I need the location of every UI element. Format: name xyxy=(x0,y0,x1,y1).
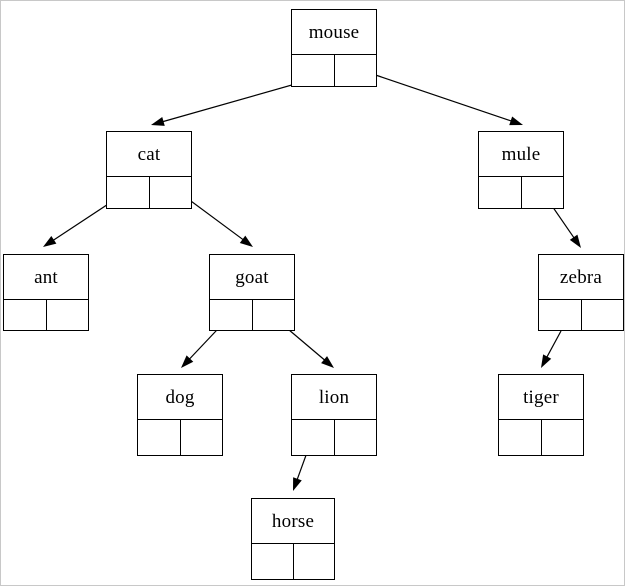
node-pointers-goat xyxy=(210,300,294,330)
node-left-pointer-ant[interactable] xyxy=(4,300,47,330)
tree-node-mouse[interactable]: mouse xyxy=(291,9,377,87)
node-label-zebra: zebra xyxy=(539,255,623,300)
node-right-pointer-tiger[interactable] xyxy=(542,420,584,455)
node-label-mule: mule xyxy=(479,132,563,177)
tree-node-horse[interactable]: horse xyxy=(251,498,335,580)
node-label-lion: lion xyxy=(292,375,376,420)
node-right-pointer-ant[interactable] xyxy=(47,300,89,330)
tree-node-mule[interactable]: mule xyxy=(478,131,564,209)
node-right-pointer-dog[interactable] xyxy=(181,420,223,455)
node-right-pointer-horse[interactable] xyxy=(294,544,335,579)
node-pointers-zebra xyxy=(539,300,623,330)
node-left-pointer-cat[interactable] xyxy=(107,177,150,208)
node-pointers-mouse xyxy=(292,55,376,86)
node-label-ant: ant xyxy=(4,255,88,300)
node-pointers-dog xyxy=(138,420,222,455)
node-right-pointer-goat[interactable] xyxy=(253,300,295,330)
tree-edge-zebra-tiger xyxy=(541,330,562,368)
node-pointers-lion xyxy=(292,420,376,455)
tree-node-zebra[interactable]: zebra xyxy=(538,254,624,331)
node-left-pointer-mouse[interactable] xyxy=(292,55,335,86)
node-right-pointer-mouse[interactable] xyxy=(335,55,377,86)
node-label-cat: cat xyxy=(107,132,191,177)
tree-node-dog[interactable]: dog xyxy=(137,374,223,456)
node-label-horse: horse xyxy=(252,499,334,544)
node-label-tiger: tiger xyxy=(499,375,583,420)
node-pointers-tiger xyxy=(499,420,583,455)
node-left-pointer-horse[interactable] xyxy=(252,544,294,579)
node-right-pointer-zebra[interactable] xyxy=(582,300,624,330)
node-left-pointer-goat[interactable] xyxy=(210,300,253,330)
tree-node-cat[interactable]: cat xyxy=(106,131,192,209)
node-right-pointer-mule[interactable] xyxy=(522,177,564,208)
node-right-pointer-lion[interactable] xyxy=(335,420,377,455)
tree-node-goat[interactable]: goat xyxy=(209,254,295,331)
node-left-pointer-lion[interactable] xyxy=(292,420,335,455)
node-left-pointer-mule[interactable] xyxy=(479,177,522,208)
node-right-pointer-cat[interactable] xyxy=(150,177,192,208)
node-left-pointer-tiger[interactable] xyxy=(499,420,542,455)
node-pointers-cat xyxy=(107,177,191,208)
tree-node-tiger[interactable]: tiger xyxy=(498,374,584,456)
tree-node-ant[interactable]: ant xyxy=(3,254,89,331)
node-label-mouse: mouse xyxy=(292,10,376,55)
node-pointers-ant xyxy=(4,300,88,330)
tree-node-lion[interactable]: lion xyxy=(291,374,377,456)
node-label-goat: goat xyxy=(210,255,294,300)
node-pointers-mule xyxy=(479,177,563,208)
node-left-pointer-dog[interactable] xyxy=(138,420,181,455)
node-pointers-horse xyxy=(252,544,334,579)
node-left-pointer-zebra[interactable] xyxy=(539,300,582,330)
node-label-dog: dog xyxy=(138,375,222,420)
